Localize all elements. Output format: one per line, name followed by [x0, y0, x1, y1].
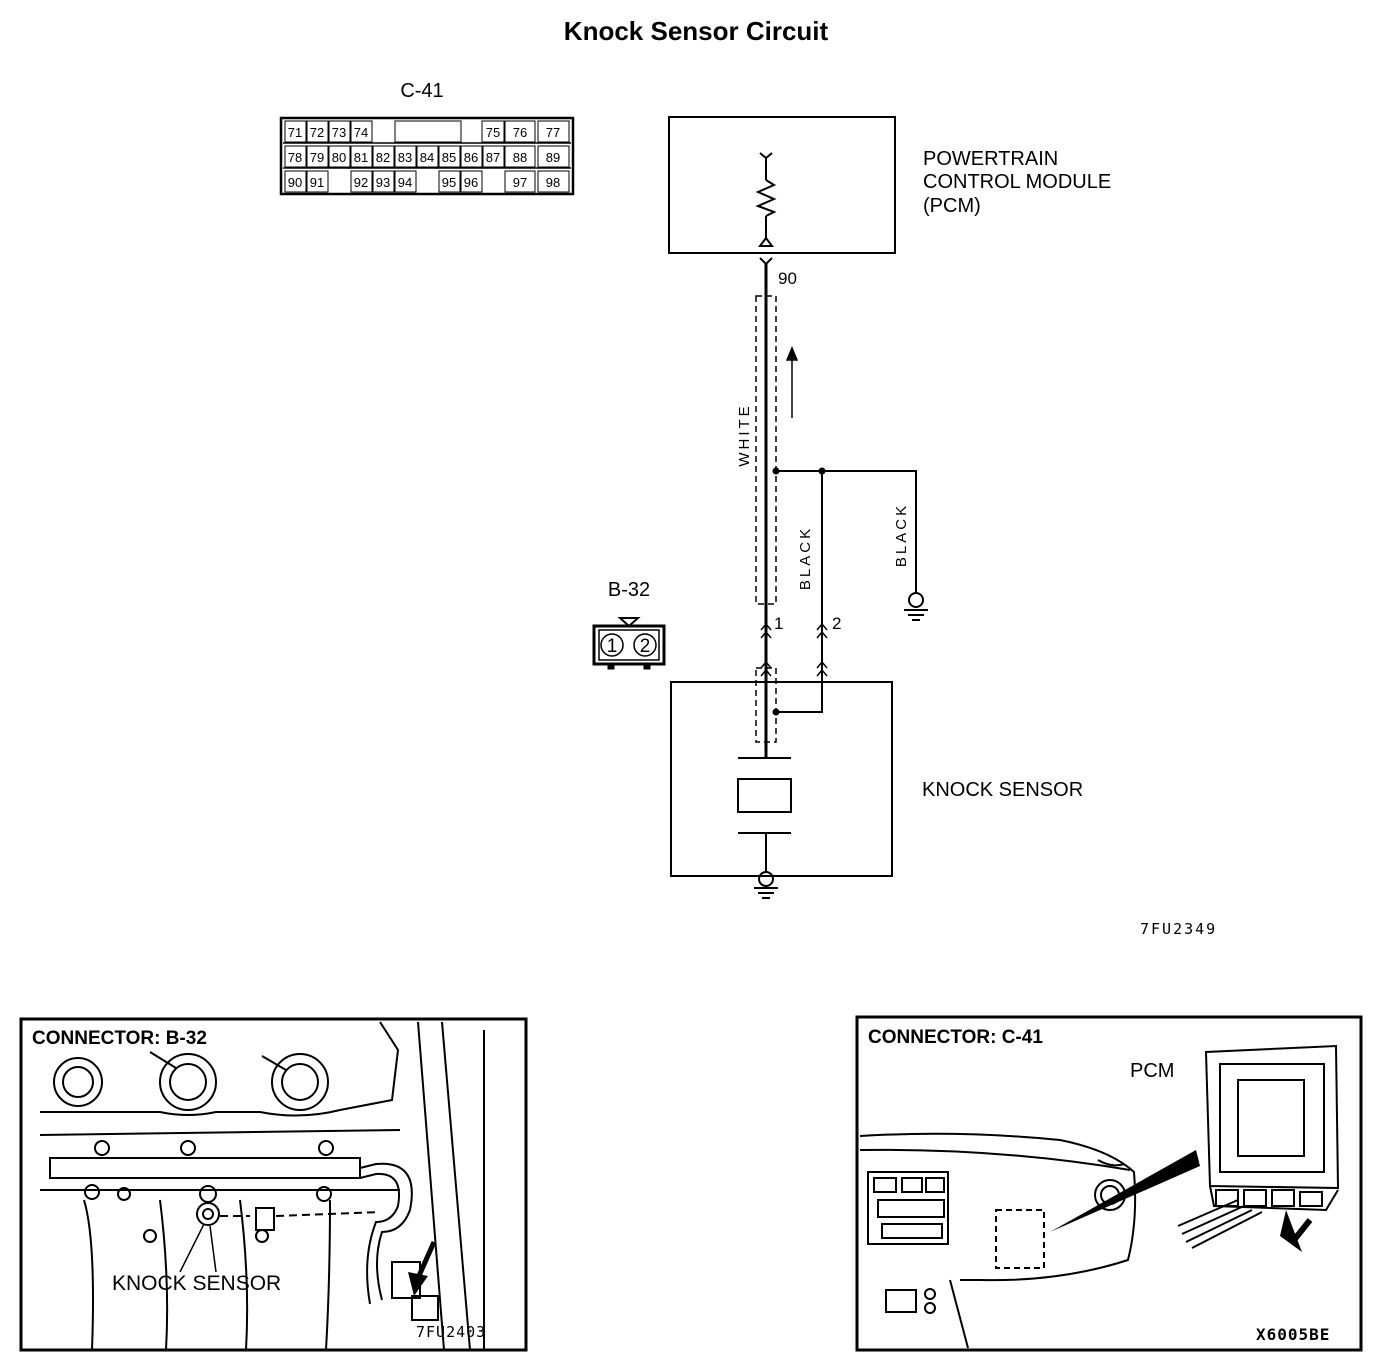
pin-number: 76	[513, 125, 527, 140]
pin-number: 97	[513, 175, 527, 190]
pin-number: 77	[546, 125, 560, 140]
pin-number: 86	[464, 150, 478, 165]
pin-number: 84	[420, 150, 434, 165]
connector-b32-terminals	[760, 622, 828, 677]
signal-direction-arrow-icon	[785, 346, 799, 418]
pcm-name-line2: CONTROL MODULE	[923, 171, 1111, 193]
knock-sensor-label: KNOCK SENSOR	[922, 779, 1083, 801]
b32-pin1-label: 1	[774, 614, 783, 633]
pin-number: 90	[288, 175, 302, 190]
panel-connector-c41	[855, 1015, 1363, 1352]
pin-number: 98	[546, 175, 560, 190]
wire-shield-lower	[755, 667, 777, 743]
pin-number: 78	[288, 150, 302, 165]
pin-number: 88	[513, 150, 527, 165]
pin-number: 92	[354, 175, 368, 190]
pin-number: 94	[398, 175, 412, 190]
wire-shield-upper	[755, 295, 777, 605]
pin-number: 95	[442, 175, 456, 190]
pin-number: 71	[288, 125, 302, 140]
pin-number: 85	[442, 150, 456, 165]
sensor-ground-wire	[776, 471, 823, 713]
pin-number: 81	[354, 150, 368, 165]
pcm-pin-label: 90	[778, 269, 797, 288]
knock-sensor-box	[670, 681, 893, 877]
panel-c41-title: CONNECTOR: C-41	[868, 1027, 1043, 1048]
pin-number: 75	[486, 125, 500, 140]
b32-pin2-label: 2	[832, 614, 841, 633]
panel-c41-code: X6005BE	[1256, 1325, 1330, 1344]
pin-number: 74	[354, 125, 368, 140]
pin-number: 96	[464, 175, 478, 190]
panel-c41-callout: PCM	[1130, 1060, 1174, 1082]
pin-number: 87	[486, 150, 500, 165]
signal-wire-color-label: WHITE	[736, 403, 753, 466]
page-title: Knock Sensor Circuit	[564, 16, 829, 46]
sensor-ground-icon	[754, 871, 778, 899]
panel-b32-callout: KNOCK SENSOR	[112, 1272, 281, 1295]
panel-b32-title: CONNECTOR: B-32	[32, 1028, 207, 1049]
pin-number: 83	[398, 150, 412, 165]
c41-location-arrow-icon	[1280, 1210, 1313, 1252]
connector-b32-label: B-32	[608, 579, 650, 601]
connector-b32-face-icon	[592, 617, 666, 670]
shield-wire-color-label: BLACK	[893, 503, 910, 567]
connector-c41-pin-numbers: 71 72 73 74 75 76 77 78 79 80 81 82 83 8…	[288, 125, 560, 190]
pin-number: 80	[332, 150, 346, 165]
pin-number: 82	[376, 150, 390, 165]
knock-sensor-callout-lines	[179, 1223, 217, 1273]
panel-b32-code: 7FU2403	[416, 1323, 486, 1341]
b32-face-pin2: 2	[640, 636, 651, 657]
pin-number: 93	[376, 175, 390, 190]
pcm-view-beam	[1050, 1150, 1200, 1232]
pcm-name-line3: (PCM)	[923, 195, 981, 217]
panel-connector-b32	[19, 1017, 528, 1352]
ground-wire-color-label: BLACK	[797, 526, 814, 590]
pcm-pin-90-terminal	[759, 257, 773, 266]
pin-number: 79	[310, 150, 324, 165]
b32-location-arrow-icon	[408, 1240, 437, 1296]
pin-number: 72	[310, 125, 324, 140]
pcm-name-line1: POWERTRAIN	[923, 148, 1058, 170]
pin-number: 89	[546, 150, 560, 165]
pin-number: 91	[310, 175, 324, 190]
piezo-element-symbol	[737, 757, 792, 872]
connector-c41-label: C-41	[400, 80, 443, 102]
diagram-code: 7FU2349	[1140, 920, 1217, 938]
pin-number: 73	[332, 125, 346, 140]
chassis-ground-icon	[904, 592, 928, 621]
b32-face-pin1: 1	[607, 636, 618, 657]
pcm-box	[668, 116, 896, 254]
connector-c41-pinmap	[279, 116, 575, 196]
dashboard-illustration	[859, 1044, 1340, 1349]
pcm-resistor-symbol	[755, 152, 777, 247]
engine-illustration	[39, 1021, 485, 1351]
